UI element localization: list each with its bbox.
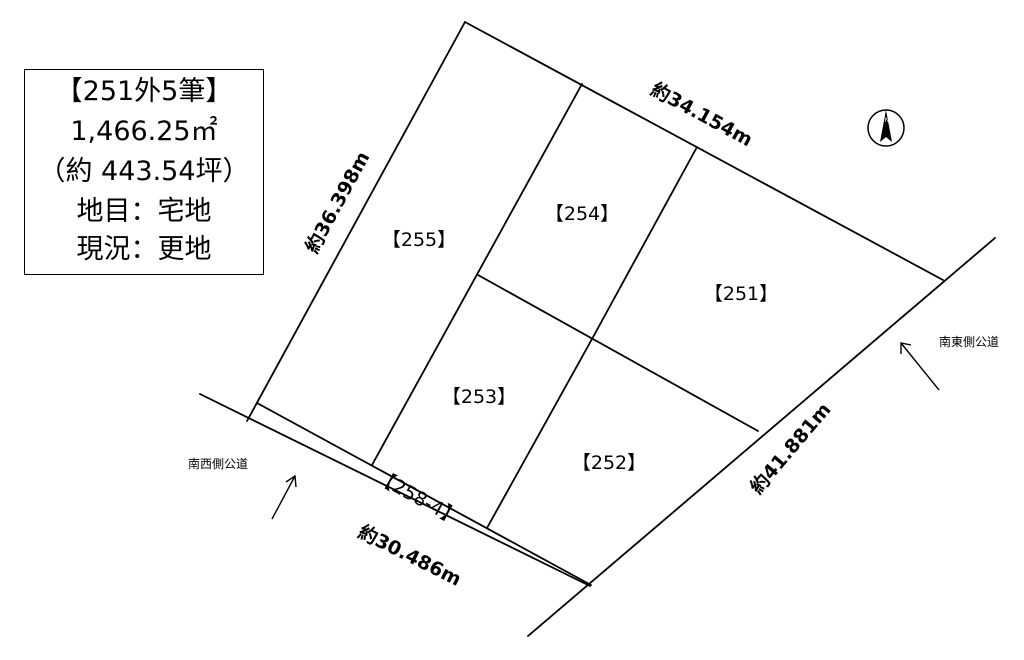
road-edge-southeast (527, 237, 996, 637)
property-summary-box: 【251外5筆】 1,466.25㎡ （約 443.54坪） 地目：宅地 現況：… (24, 69, 264, 275)
summary-land-category: 地目：宅地 (76, 196, 212, 227)
lot-label-254: 【254】 (545, 203, 619, 225)
dimension-southwest: 約30.486m (354, 520, 465, 591)
north-letter: N (885, 117, 890, 124)
dimension-northeast: 約34.154m (647, 78, 757, 152)
north-arrow-icon: N (867, 109, 905, 147)
boundary-lines (199, 21, 996, 637)
lot-divider-253-252 (486, 338, 593, 529)
summary-area-sqm: 1,466.25㎡ (70, 116, 218, 147)
summary-lot-numbers: 【251外5筆】 (55, 76, 233, 107)
arrow-southeast-icon (900, 342, 940, 391)
lot-divider-254-251 (591, 146, 698, 340)
lot-divider-255-254 (371, 83, 583, 466)
lot-258-4-north-edge (256, 402, 592, 586)
summary-current-status: 現況：更地 (76, 234, 212, 265)
arrow-southwest-icon (271, 474, 297, 520)
road-edge-southwest (199, 393, 591, 587)
lot-divider-middle (477, 274, 759, 432)
summary-area-tsubo: （約 443.54坪） (38, 156, 250, 187)
lot-label-253: 【253】 (442, 386, 516, 408)
boundary-northwest (246, 21, 466, 422)
lot-label-252: 【252】 (572, 452, 646, 474)
road-label-southwest: 南西側公道 (188, 456, 248, 471)
lot-label-255: 【255】 (382, 229, 456, 251)
boundary-northeast (464, 21, 944, 281)
lot-label-251: 【251】 (704, 283, 778, 305)
dimension-northwest: 約36.398m (301, 148, 375, 257)
lot-label-258-4: 【258-4】 (372, 466, 464, 530)
road-label-southeast: 南東側公道 (939, 334, 999, 349)
